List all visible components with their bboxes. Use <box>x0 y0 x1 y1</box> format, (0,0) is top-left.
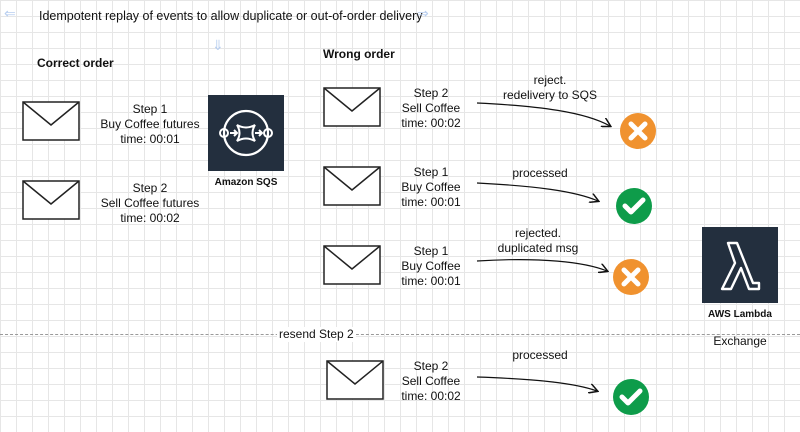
envelope-icon <box>326 360 384 400</box>
separator-line <box>0 334 800 335</box>
aws-lambda-label: AWS Lambda <box>708 309 772 320</box>
arrow-row-2 <box>476 182 598 201</box>
envelope-icon <box>323 87 381 127</box>
correct-order-heading: Correct order <box>37 56 114 70</box>
processed-check-icon <box>615 187 653 225</box>
wrong-step-row-1-label: Step 2 Sell Coffee time: 00:02 <box>401 86 461 130</box>
down-arrow-icon: ⇓ <box>212 37 224 53</box>
arrow-row-3 <box>476 259 607 271</box>
envelope-icon <box>22 180 80 220</box>
processed-check-icon <box>612 378 650 416</box>
arrow-row-1 <box>476 102 610 126</box>
resend-step-label: Step 2 Sell Coffee time: 00:02 <box>401 359 461 403</box>
correct-step-1-label: Step 1 Buy Coffee futures time: 00:01 <box>100 102 200 146</box>
rejected-duplicate-note: rejected. duplicated msg <box>497 226 579 255</box>
amazon-sqs-label: Amazon SQS <box>214 177 278 188</box>
page-title: Idempotent replay of events to allow dup… <box>39 9 423 23</box>
aws-lambda-icon <box>702 227 778 303</box>
exchange-caption: Exchange <box>713 334 767 348</box>
wrong-order-heading: Wrong order <box>323 47 395 61</box>
processed-note: processed <box>512 166 568 180</box>
wrong-step-row-2-label: Step 1 Buy Coffee time: 00:01 <box>401 165 461 209</box>
correct-step-2-label: Step 2 Sell Coffee futures time: 00:02 <box>100 181 200 225</box>
arrow-resend <box>476 376 597 391</box>
envelope-icon <box>22 101 80 141</box>
reject-x-icon <box>612 258 650 296</box>
reject-x-icon <box>619 112 657 150</box>
envelope-icon <box>323 166 381 206</box>
left-arrow-icon: ⇐ <box>4 5 16 21</box>
wrong-step-row-3-label: Step 1 Buy Coffee time: 00:01 <box>401 244 461 288</box>
right-arrow-icon: ⇒ <box>417 5 429 21</box>
resend-label: resend Step 2 <box>277 327 356 342</box>
reject-note: reject. redelivery to SQS <box>502 73 598 102</box>
amazon-sqs-icon <box>208 95 284 171</box>
envelope-icon <box>323 245 381 285</box>
resend-processed-note: processed <box>512 348 568 362</box>
